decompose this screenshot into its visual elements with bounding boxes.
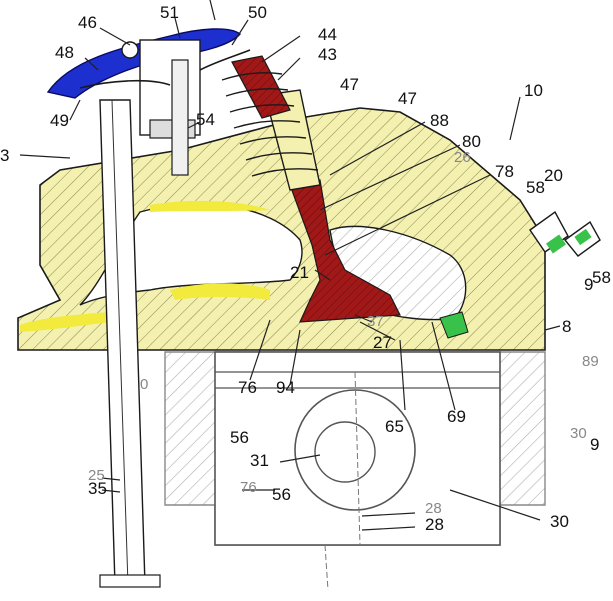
label-21: 21	[290, 263, 309, 282]
valve	[289, 179, 401, 323]
label-47a: 47	[340, 75, 359, 94]
label-26: 26	[454, 149, 471, 166]
label-76: 76	[238, 378, 257, 397]
label-69: 69	[447, 407, 466, 426]
label-10: 10	[524, 81, 543, 100]
label-51: 51	[160, 3, 179, 22]
label-47b: 47	[398, 89, 417, 108]
label-27: 27	[373, 333, 392, 352]
label-58a: 58	[526, 178, 545, 197]
label-28b: 28	[425, 515, 444, 534]
label-0: 0	[140, 376, 148, 393]
label-89: 89	[582, 353, 599, 370]
label-35: 35	[88, 479, 107, 498]
label-48: 48	[55, 43, 74, 62]
label-50: 50	[248, 3, 267, 22]
label-76b: 76	[240, 479, 257, 496]
label-31: 31	[250, 451, 269, 470]
label-54: 54	[196, 110, 215, 129]
chamber-highlight-mid	[170, 283, 270, 300]
piston-block	[164, 351, 546, 591]
label-80: 80	[462, 132, 481, 151]
label-56a: 56	[230, 428, 249, 447]
label-58b: 58	[592, 268, 611, 287]
label-65: 65	[385, 417, 404, 436]
label-94: 94	[276, 378, 295, 397]
label-20: 20	[544, 166, 563, 185]
label-78: 78	[495, 162, 514, 181]
label-9a: 9	[584, 275, 593, 294]
leader-lines	[19, 0, 561, 531]
reference-labels: 46 51 50 44 43 48 49 54 3 47 47 88 80 26…	[0, 3, 611, 534]
intake-highlight	[150, 200, 270, 212]
label-9b: 9	[590, 435, 599, 454]
chamber-highlight-left	[20, 312, 110, 332]
label-43: 43	[318, 45, 337, 64]
injector-fittings	[439, 210, 601, 339]
label-88: 88	[430, 111, 449, 130]
label-28a: 28	[425, 500, 442, 517]
label-49: 49	[50, 111, 69, 130]
label-30b: 30	[550, 512, 569, 531]
label-37: 37	[367, 313, 384, 330]
label-46: 46	[78, 13, 97, 32]
label-25: 25	[88, 467, 105, 484]
label-44: 44	[318, 25, 337, 44]
valve-spring-assembly	[221, 55, 321, 191]
rocker-bracket	[79, 39, 251, 176]
pushrod	[99, 99, 161, 588]
label-30a: 30	[570, 425, 587, 442]
wrist-pin	[314, 421, 376, 483]
label-56b: 56	[272, 485, 291, 504]
label-8: 8	[562, 317, 571, 336]
label-3: 3	[0, 146, 9, 165]
